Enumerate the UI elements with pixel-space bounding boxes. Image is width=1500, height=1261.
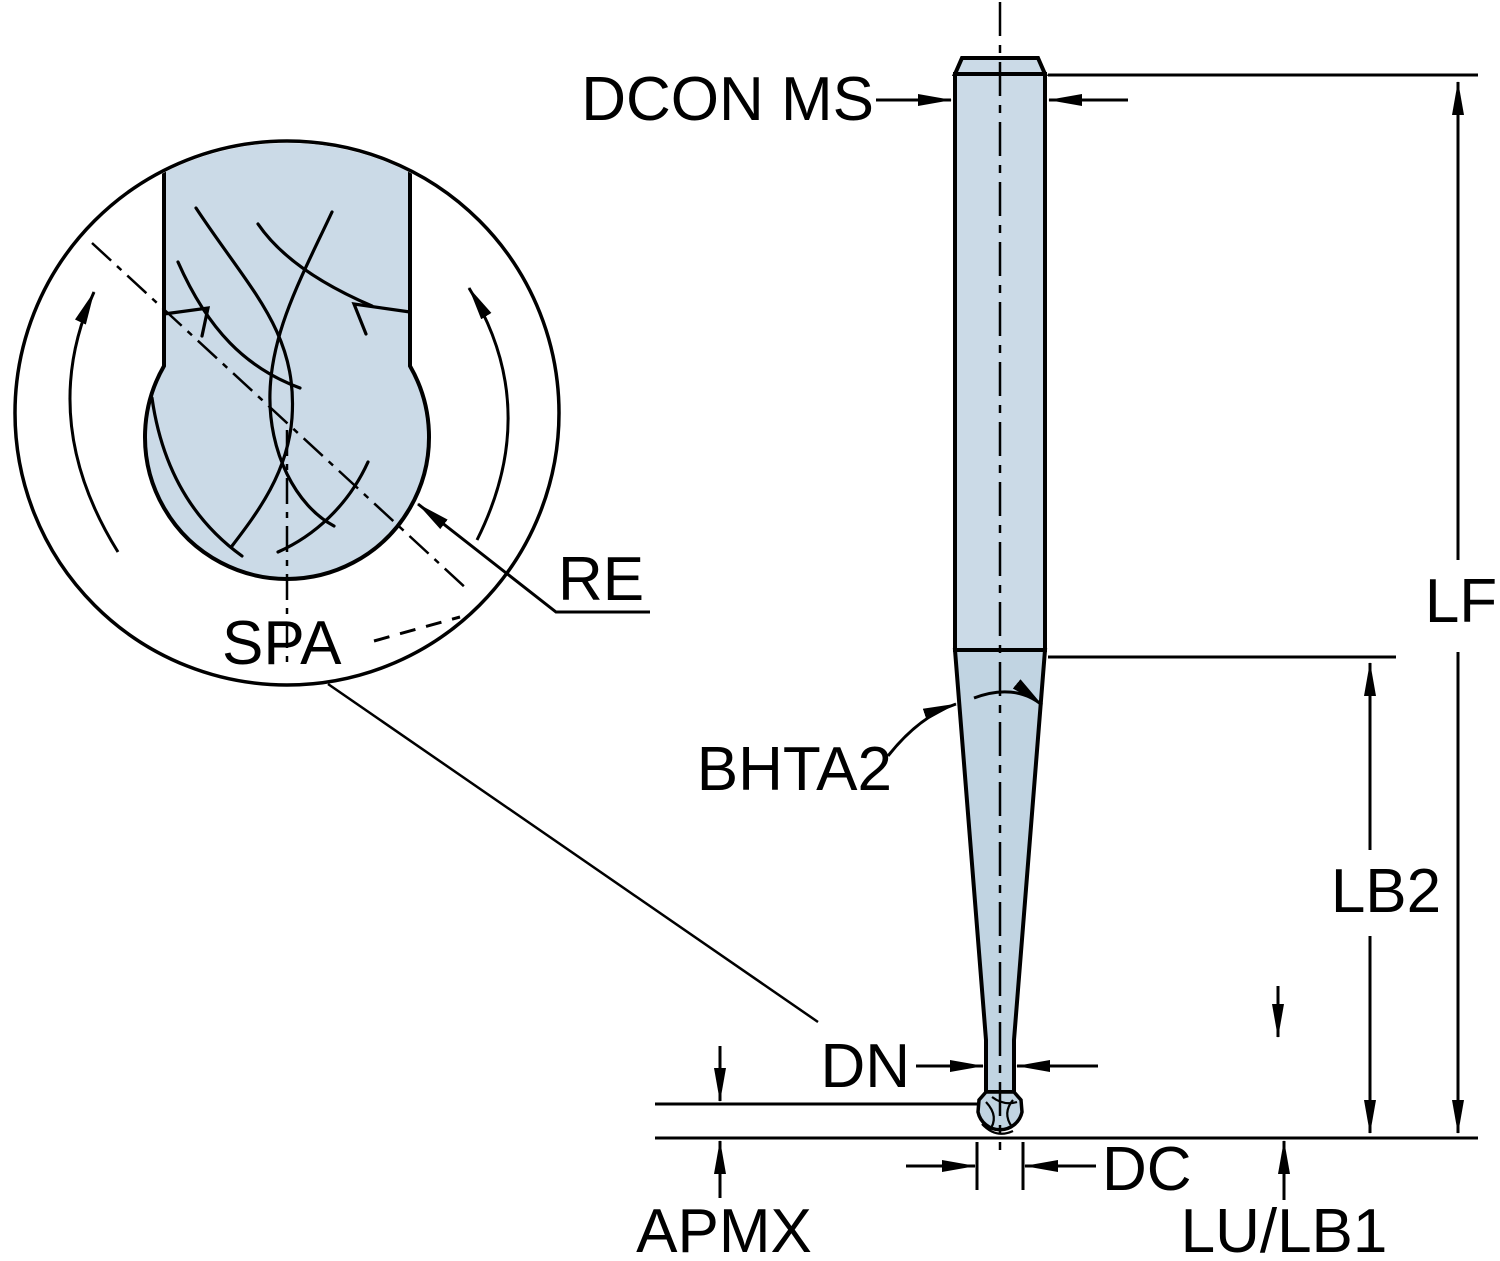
flute-notch	[351, 302, 412, 336]
lf-label: LF	[1425, 567, 1497, 636]
dn-label: DN	[820, 1032, 910, 1101]
tip-flute	[981, 1123, 1014, 1135]
flute-line	[256, 222, 374, 308]
flute-line	[268, 210, 336, 528]
apmx-label: APMX	[636, 1197, 812, 1261]
spa-angle-arc-left	[68, 291, 120, 553]
dimension-labels: DCON MS LF BHTA2 LB2 DN DC APMX LU/LB1 S…	[222, 65, 1497, 1261]
detail-axis-centerline	[91, 242, 469, 591]
detail-flute-lines	[150, 206, 412, 558]
detail-tool-tip	[143, 143, 431, 581]
flute-line	[150, 396, 244, 558]
lu-lb1-label: LU/LB1	[1181, 1197, 1388, 1261]
dimension-lines	[714, 81, 1464, 1200]
dcon-ms-label: DCON MS	[581, 65, 874, 134]
bhta2-label: BHTA2	[697, 735, 892, 804]
tip-flute	[985, 1101, 995, 1132]
re-label: RE	[558, 545, 644, 614]
detail-connector-line	[327, 682, 819, 1024]
flute-notch	[162, 306, 211, 338]
tool-side-view	[951, 2, 1049, 1150]
tip-flute-lines	[981, 1096, 1018, 1135]
lb2-label: LB2	[1331, 857, 1441, 926]
spa-leader-line	[373, 615, 461, 643]
re-leader-arrow	[417, 502, 650, 614]
bhta2-angle-arc-right	[973, 679, 1043, 707]
bhta2-angle-arc-left	[886, 702, 957, 757]
extension-lines	[655, 73, 1478, 1190]
flute-line	[276, 460, 370, 554]
dc-label: DC	[1102, 1135, 1192, 1204]
flute-line	[176, 260, 302, 390]
flute-line	[194, 206, 295, 548]
detail-view-content	[68, 143, 510, 662]
spa-angle-arc-right	[467, 287, 510, 541]
tip-flute	[991, 1096, 1018, 1105]
spa-label: SPA	[222, 609, 342, 678]
